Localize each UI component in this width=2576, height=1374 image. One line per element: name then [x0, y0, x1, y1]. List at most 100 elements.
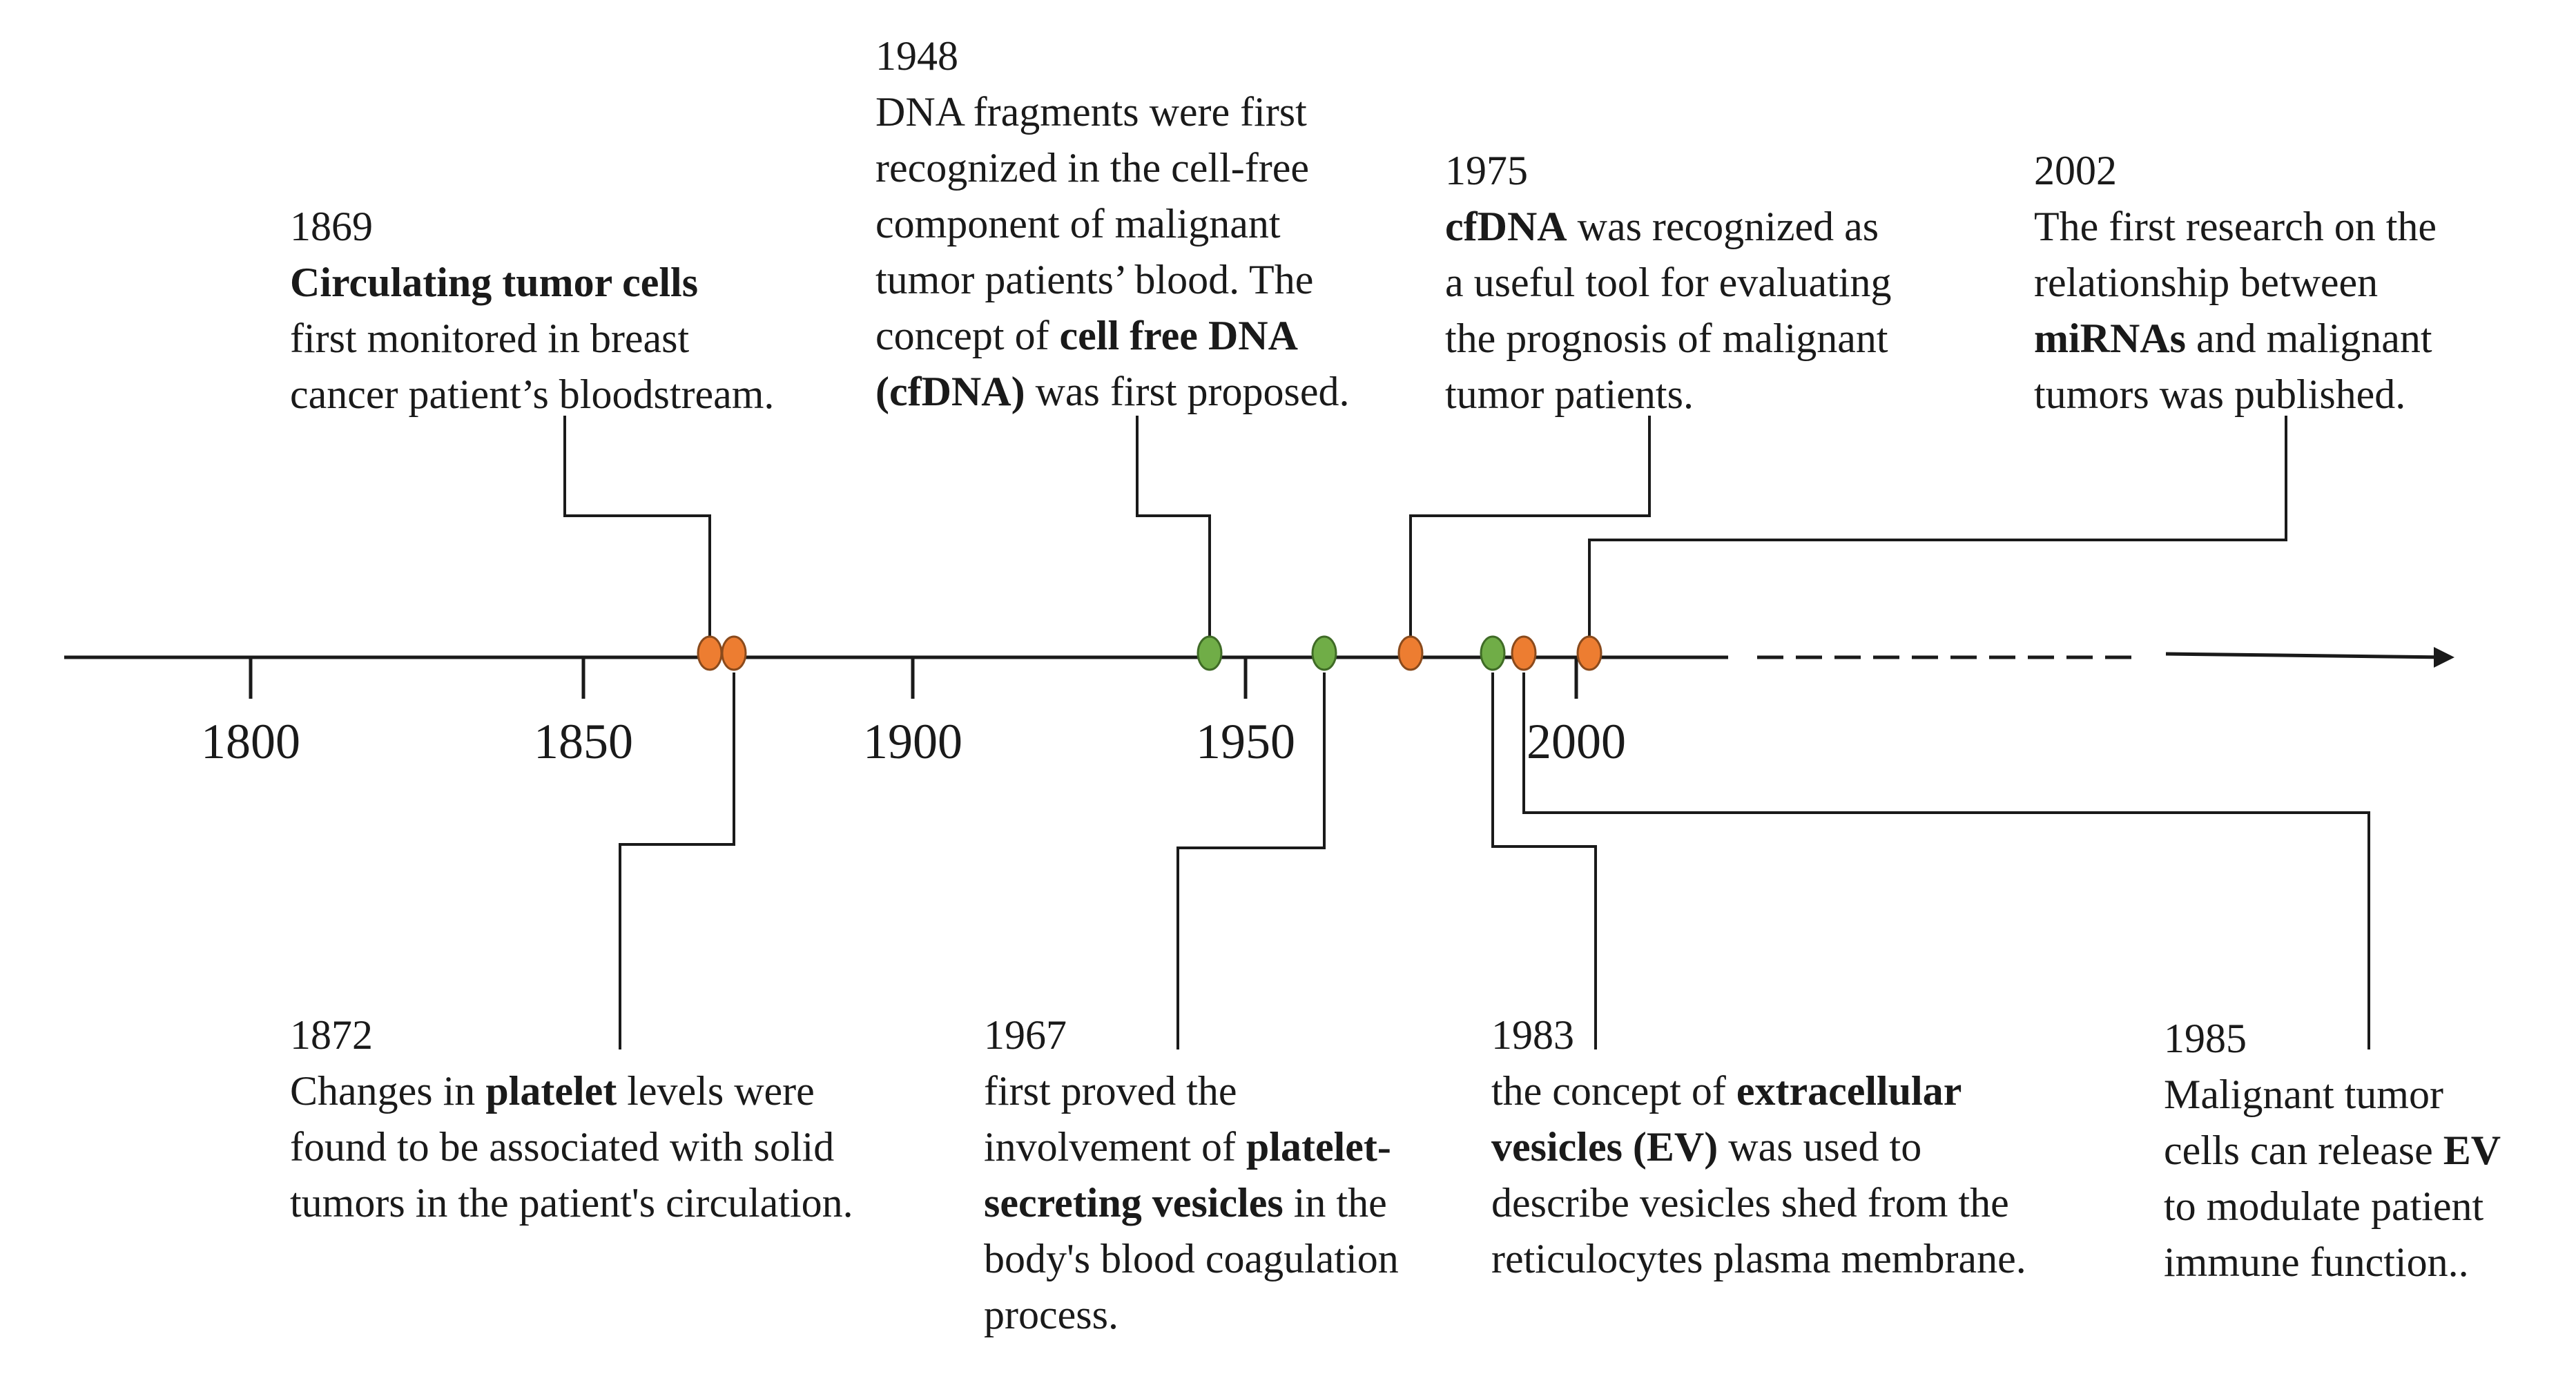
marker-1983 [1480, 635, 1506, 671]
event-text-line: cancer patient’s bloodstream. [290, 367, 774, 423]
event-text-line: tumors in the patient's circulation. [290, 1175, 853, 1231]
event-text: Malignant tumor [2164, 1072, 2443, 1117]
event-text: first proved the [984, 1068, 1237, 1114]
event-text: was first proposed. [1025, 369, 1350, 414]
event-text-bold: secreting vesicles [984, 1180, 1284, 1226]
event-text-bold: Circulating tumor cells [290, 260, 699, 305]
event-text-line: concept of cell free DNA [875, 308, 1349, 364]
event-text-line: tumor patients’ blood. The [875, 252, 1349, 308]
event-text-line: tumors was published. [2034, 367, 2437, 423]
event-text-line: reticulocytes plasma membrane. [1491, 1231, 2026, 1287]
event-text: cancer patient’s bloodstream. [290, 371, 775, 417]
marker-1948 [1197, 635, 1223, 671]
event-note-1975: 1975 cfDNA was recognized as a useful tool… [1445, 143, 1891, 423]
marker-1872 [721, 635, 747, 671]
event-text: to modulate patient [2164, 1183, 2484, 1229]
event-text-bold: cell free DNA [1059, 313, 1298, 358]
event-text-bold: miRNAs [2034, 316, 2186, 361]
connector-1975 [1409, 416, 1651, 642]
marker-1985 [1511, 635, 1537, 671]
event-text-line: Circulating tumor cells [290, 255, 774, 311]
event-year: 1869 [290, 204, 373, 249]
event-text-bold: EV [2443, 1128, 2501, 1173]
event-text-line: found to be associated with solid [290, 1119, 853, 1175]
event-text: cells can release [2164, 1128, 2443, 1173]
event-year: 1967 [984, 1012, 1067, 1058]
event-text-line: The first research on the [2034, 199, 2437, 255]
tick-label-1950: 1950 [1196, 714, 1295, 769]
timeline-arrow [2165, 652, 2448, 659]
event-text-line: immune function.. [2164, 1235, 2501, 1290]
event-text: Changes in [290, 1068, 486, 1114]
event-text: relationship between [2034, 260, 2379, 305]
event-text: the prognosis of malignant [1445, 316, 1888, 361]
event-text-line: recognized in the cell-free [875, 140, 1349, 196]
event-text-line: process. [984, 1287, 1399, 1343]
event-text-line: cfDNA was recognized as [1445, 199, 1891, 255]
event-text-bold: cfDNA [1445, 204, 1567, 249]
event-text: was recognized as [1567, 204, 1879, 249]
event-text-bold: platelet [485, 1068, 617, 1114]
event-text-line: (cfDNA) was first proposed. [875, 364, 1349, 420]
event-text: tumors in the patient's circulation. [290, 1180, 853, 1226]
event-text: component of malignant [875, 201, 1281, 246]
event-text-bold: vesicles (EV) [1491, 1124, 1718, 1170]
event-text: the concept of [1491, 1068, 1736, 1114]
event-text: was used to [1718, 1124, 1922, 1170]
tick-label-1850: 1850 [534, 714, 633, 769]
connector-1948 [1136, 416, 1211, 642]
event-text: first monitored in breast [290, 316, 690, 361]
event-text-line: the concept of extracellular [1491, 1063, 2026, 1119]
event-text: DNA fragments were first [875, 89, 1307, 135]
event-text: tumors was published. [2034, 371, 2406, 417]
marker-2002 [1576, 635, 1602, 671]
event-text-line: describe vesicles shed from the [1491, 1175, 2026, 1231]
tick-label-2000: 2000 [1527, 714, 1626, 769]
event-text-line: first proved the [984, 1063, 1399, 1119]
event-text-line: first monitored in breast [290, 311, 774, 367]
event-text: recognized in the cell-free [875, 145, 1309, 191]
marker-1967 [1311, 635, 1337, 671]
event-text-line: the prognosis of malignant [1445, 311, 1891, 367]
event-year: 1975 [1445, 148, 1528, 193]
marker-1869 [697, 635, 723, 671]
event-text-line: Malignant tumor [2164, 1067, 2501, 1123]
event-text-line: miRNAs and malignant [2034, 311, 2437, 367]
connector-1983 [1491, 673, 1597, 1049]
event-text: tumor patients. [1445, 371, 1694, 417]
event-text: concept of [875, 313, 1060, 358]
connector-1872 [619, 673, 735, 1049]
connector-2002 [1588, 416, 2287, 642]
event-year: 1985 [2164, 1016, 2247, 1061]
tick-label-1800: 1800 [201, 714, 300, 769]
connector-1985 [1522, 673, 2370, 1049]
event-text-line: DNA fragments were first [875, 84, 1349, 140]
event-text-line: tumor patients. [1445, 367, 1891, 423]
event-year: 1983 [1491, 1012, 1574, 1058]
event-text-bold: (cfDNA) [875, 369, 1025, 414]
event-text: process. [984, 1292, 1118, 1337]
event-year: 1872 [290, 1012, 373, 1058]
event-text-line: secreting vesicles in the [984, 1175, 1399, 1231]
event-text-line: component of malignant [875, 196, 1349, 252]
event-text: levels were [617, 1068, 815, 1114]
event-text-bold: platelet- [1246, 1124, 1391, 1170]
event-text-line: a useful tool for evaluating [1445, 255, 1891, 311]
event-text: in the [1283, 1180, 1387, 1226]
event-text-line: Changes in platelet levels were [290, 1063, 853, 1119]
event-text: and malignant [2186, 316, 2432, 361]
event-text: reticulocytes plasma membrane. [1491, 1236, 2026, 1281]
event-text-line: vesicles (EV) was used to [1491, 1119, 2026, 1175]
event-year: 2002 [2034, 148, 2117, 193]
event-text: a useful tool for evaluating [1445, 260, 1892, 305]
event-text-line: cells can release EV [2164, 1123, 2501, 1179]
event-text: tumor patients’ blood. The [875, 257, 1314, 302]
event-text-line: relationship between [2034, 255, 2437, 311]
